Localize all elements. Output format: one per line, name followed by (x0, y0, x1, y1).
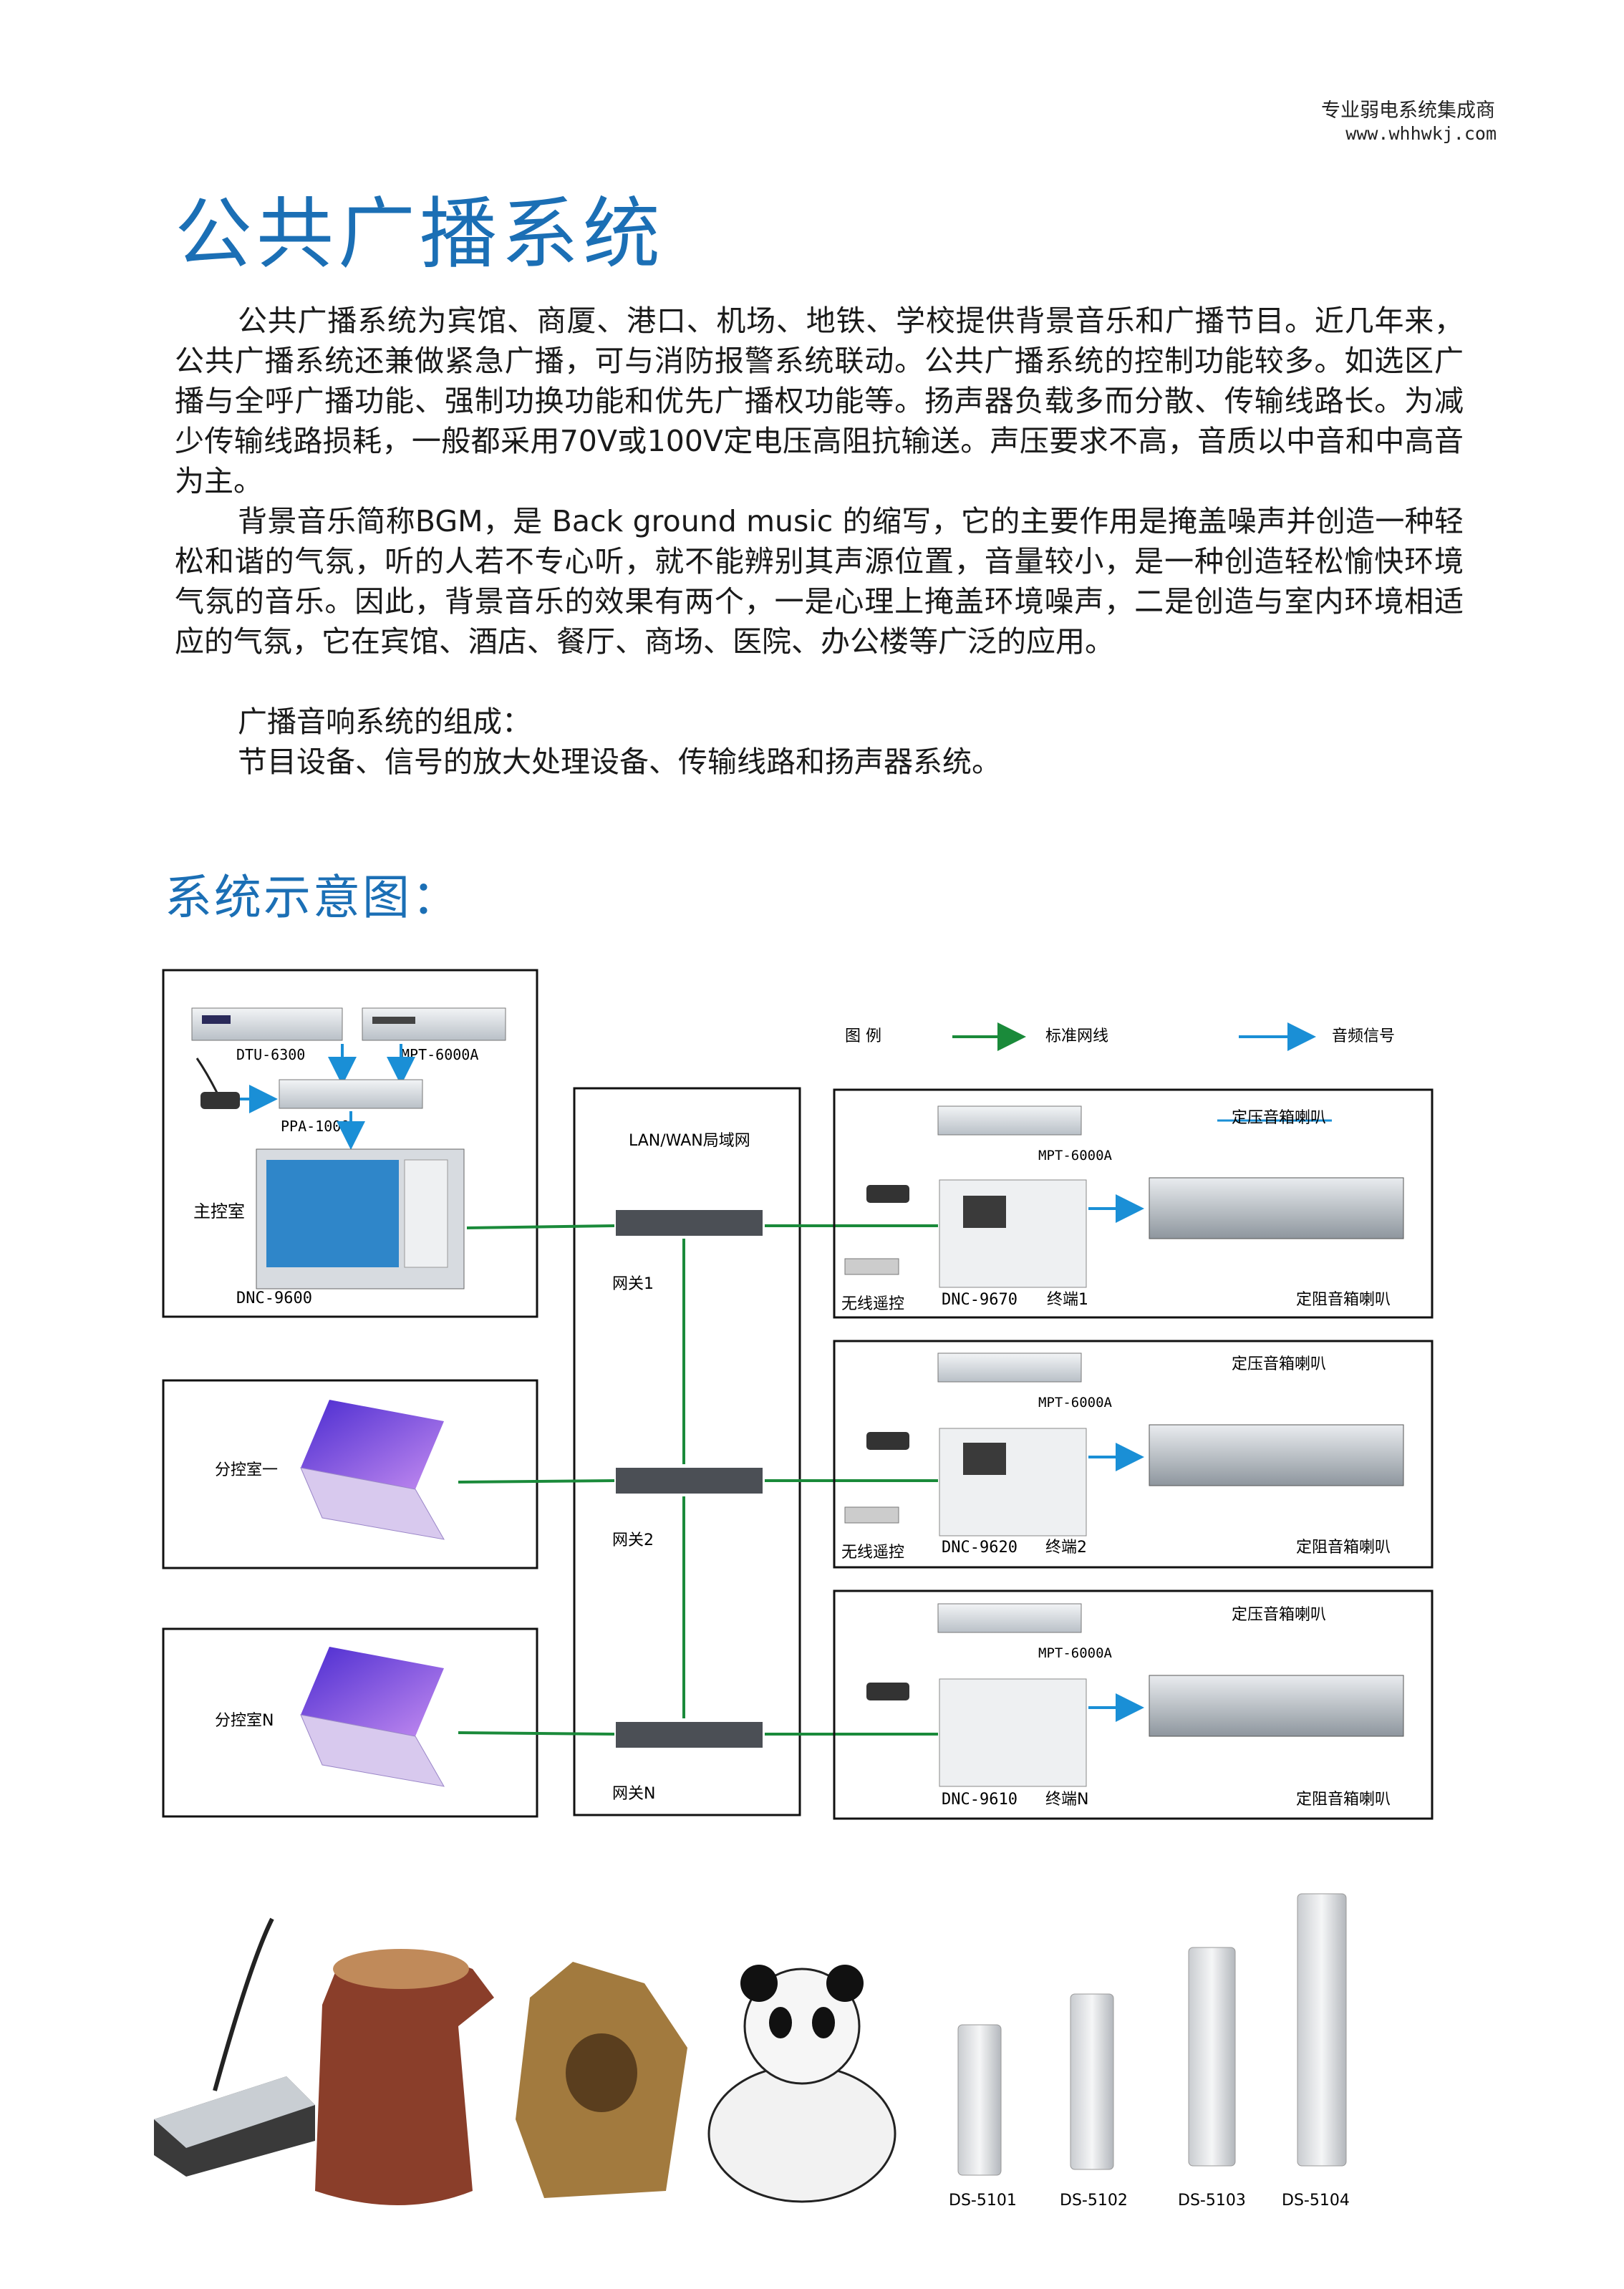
terminal-1-ci-speaker: 定阻音箱喇叭 (1296, 1291, 1391, 1309)
terminal-2-ci-speaker: 定阻音箱喇叭 (1296, 1539, 1391, 1557)
paragraph-composition: 节目设备、信号的放大处理设备、传输线路和扬声器系统。 (238, 745, 1001, 779)
terminal-n-cv-speaker: 定压音箱喇叭 (1232, 1606, 1326, 1624)
model-ds5102: DS-5102 (1060, 2192, 1128, 2210)
terminal-1-remote: 无线遥控 (841, 1295, 904, 1313)
product-panda-speaker (707, 1965, 896, 2203)
sub-room-n: 分控室N (162, 1627, 538, 1818)
terminal-2-mpt: MPT-6000A (1038, 1395, 1113, 1410)
model-ds5103: DS-5103 (1178, 2192, 1246, 2210)
terminal-2-device: DNC-9620 (942, 1539, 1018, 1557)
product-microphone (154, 1917, 315, 2177)
paragraph-bgm: 背景音乐简称BGM，是 Back ground music 的缩写，它的主要作用… (175, 504, 1464, 659)
model-ds5104: DS-5104 (1282, 2192, 1350, 2210)
model-ds5101: DS-5101 (949, 2192, 1017, 2210)
terminal-n-device: DNC-9610 (942, 1791, 1018, 1809)
terminal-2-name: 终端2 (1045, 1539, 1087, 1557)
page-title: 公共广播系统 (175, 190, 665, 279)
terminal-1-name: 终端1 (1047, 1291, 1088, 1309)
gateway-n: 网关N (612, 1785, 655, 1803)
terminal-n: MPT-6000A DNC-9610 终端N 定压音箱喇叭 定阻音箱喇叭 (833, 1589, 1434, 1820)
device-dtu: DTU-6300 (236, 1046, 305, 1063)
sub-room-1-label: 分控室一 (215, 1461, 278, 1479)
sub-room-n-label: 分控室N (215, 1712, 274, 1730)
body-text: 公共广播系统为宾馆、商厦、港口、机场、地铁、学校提供背景音乐和广播节目。近几年来… (175, 301, 1464, 782)
terminal-n-mpt: MPT-6000A (1038, 1645, 1113, 1661)
device-mpt-main: MPT-6000A (401, 1046, 478, 1063)
legend-network: 标准网线 (1045, 1027, 1108, 1045)
website-url[interactable]: www.whhwkj.com (1345, 123, 1497, 144)
gateway-2: 网关2 (612, 1531, 654, 1549)
terminal-1-cv-speaker: 定压音箱喇叭 (1232, 1109, 1326, 1127)
product-stump-speaker (315, 1949, 494, 2205)
product-column-speakers: DS-5101 DS-5102 DS-5103 DS-5104 (949, 1893, 1350, 2210)
device-ppa: PPA-1000 (281, 1118, 349, 1135)
paragraph-composition-heading: 广播音响系统的组成： (238, 705, 531, 739)
company-tagline: 专业弱电系统集成商 (1321, 100, 1495, 122)
product-rock-speaker (516, 1962, 687, 2198)
paragraph-intro: 公共广播系统为宾馆、商厦、港口、机场、地铁、学校提供背景音乐和广播节目。近几年来… (175, 304, 1464, 498)
legend-label: 图 例 (845, 1027, 881, 1045)
gateway-1: 网关1 (612, 1275, 654, 1293)
legend: 图 例 标准网线 音频信号 (845, 1022, 1395, 1051)
terminal-2-remote: 无线遥控 (841, 1544, 904, 1562)
legend-audio: 音频信号 (1332, 1027, 1395, 1045)
terminal-2: MPT-6000A 无线遥控 DNC-9620 终端2 定压音箱喇叭 定阻音箱喇… (833, 1340, 1434, 1569)
terminal-n-name: 终端N (1045, 1791, 1088, 1809)
lan-network: LAN/WAN局域网 网关1 网关2 网关N (573, 1087, 801, 1816)
terminal-n-ci-speaker: 定阻音箱喇叭 (1296, 1791, 1391, 1809)
diagram-title: 系统示意图： (165, 870, 461, 925)
main-room-label: 主控室 (193, 1201, 245, 1221)
device-dnc9600: DNC-9600 (236, 1289, 312, 1307)
terminal-1-mpt: MPT-6000A (1038, 1148, 1113, 1163)
terminal-2-cv-speaker: 定压音箱喇叭 (1232, 1355, 1326, 1373)
sub-room-1: 分控室一 (162, 1379, 538, 1569)
terminal-1-device: DNC-9670 (942, 1291, 1018, 1309)
lan-label: LAN/WAN局域网 (629, 1132, 750, 1150)
terminal-1: MPT-6000A 无线遥控 DNC-9670 终端1 定压音箱喇叭 定阻音箱喇… (833, 1088, 1434, 1319)
main-control-room: DTU-6300 MPT-6000A PPA-1000 主控室 DNC-9600 (162, 969, 538, 1318)
